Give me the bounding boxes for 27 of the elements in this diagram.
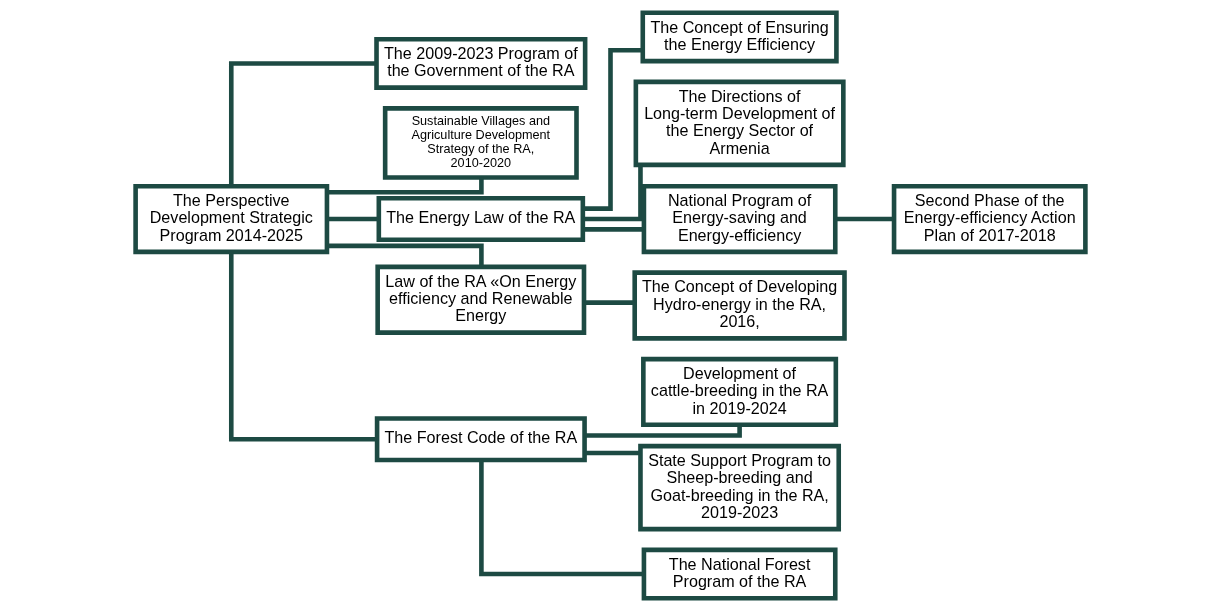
node-box: Law of the RA «On Energy efficiency and Renewable Energy: [374, 264, 586, 335]
connector: [478, 460, 644, 577]
node-box: Development of cattle-breeding in the RA in 2019-2024: [640, 356, 838, 428]
connector: [584, 424, 742, 438]
node-box: The 2009-2023 Program of the Government of the RA: [373, 36, 587, 90]
connector: [582, 47, 643, 211]
node-box: National Program of Energy-saving and Energy-efficiency: [641, 183, 838, 255]
node-box: The Perspective Development Strategic Program 2014-2025: [132, 183, 329, 255]
node-box: Sustainable Villages and Agriculture Development Strategy of the RA, 2010-2020: [382, 106, 579, 180]
node-box: The Energy Law of the RA: [376, 196, 585, 243]
connector: [326, 243, 484, 267]
connector: [582, 165, 643, 222]
connector: [326, 177, 484, 195]
connector: [228, 252, 377, 442]
node-box: The Forest Code of the RA: [374, 416, 587, 463]
node-box: Second Phase of the Energy-efficiency Action Plan of 2017-2018: [891, 183, 1088, 255]
connector: [582, 227, 644, 232]
node-box: State Support Program to Sheep-breeding and Goat-breeding in the RA, 2019-2023: [637, 443, 841, 532]
connector: [326, 216, 379, 222]
node-box: The National Forest Program of the RA: [641, 547, 838, 601]
node-box: The Directions of Long-term Development of the Energy Sector of Armenia: [633, 79, 846, 168]
connector: [228, 61, 376, 187]
node-box: The Concept of Developing Hydro-energy in the RA, 2016,: [631, 270, 847, 341]
connector: [583, 300, 635, 305]
connector: [584, 450, 640, 456]
connector: [835, 216, 894, 222]
node-box: The Concept of Ensuring the Energy Efficiency: [639, 10, 839, 64]
